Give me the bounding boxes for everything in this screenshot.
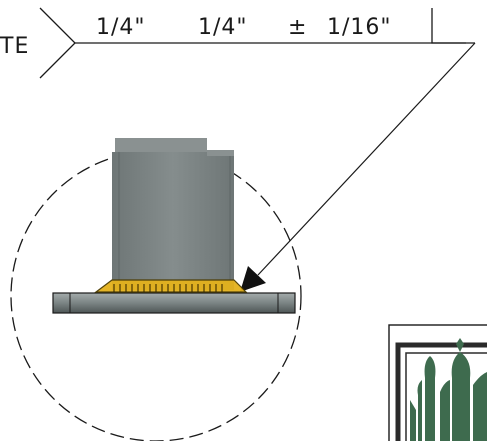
- weld-symbol-tail: [39, 7, 76, 79]
- weld-size-3: 1/16": [327, 15, 392, 40]
- logo-frame: [388, 324, 487, 441]
- fillet-weld-symbol: [431, 8, 466, 44]
- weld-size-2: 1/4": [198, 15, 248, 40]
- weld-bead: [94, 279, 248, 293]
- arrowhead: [240, 266, 266, 292]
- fleur-de-lis-logo-icon: [410, 338, 487, 441]
- vertical-plate: [112, 138, 234, 290]
- tolerance-symbol: ±: [288, 15, 307, 40]
- weld-tail-fragment: TE: [0, 34, 29, 59]
- base-plate: [52, 292, 296, 314]
- leader-arrow: [240, 42, 476, 292]
- weld-size-1: 1/4": [96, 15, 146, 40]
- weld-symbol: TE 1/4" 1/4" ± 1/16": [0, 7, 475, 79]
